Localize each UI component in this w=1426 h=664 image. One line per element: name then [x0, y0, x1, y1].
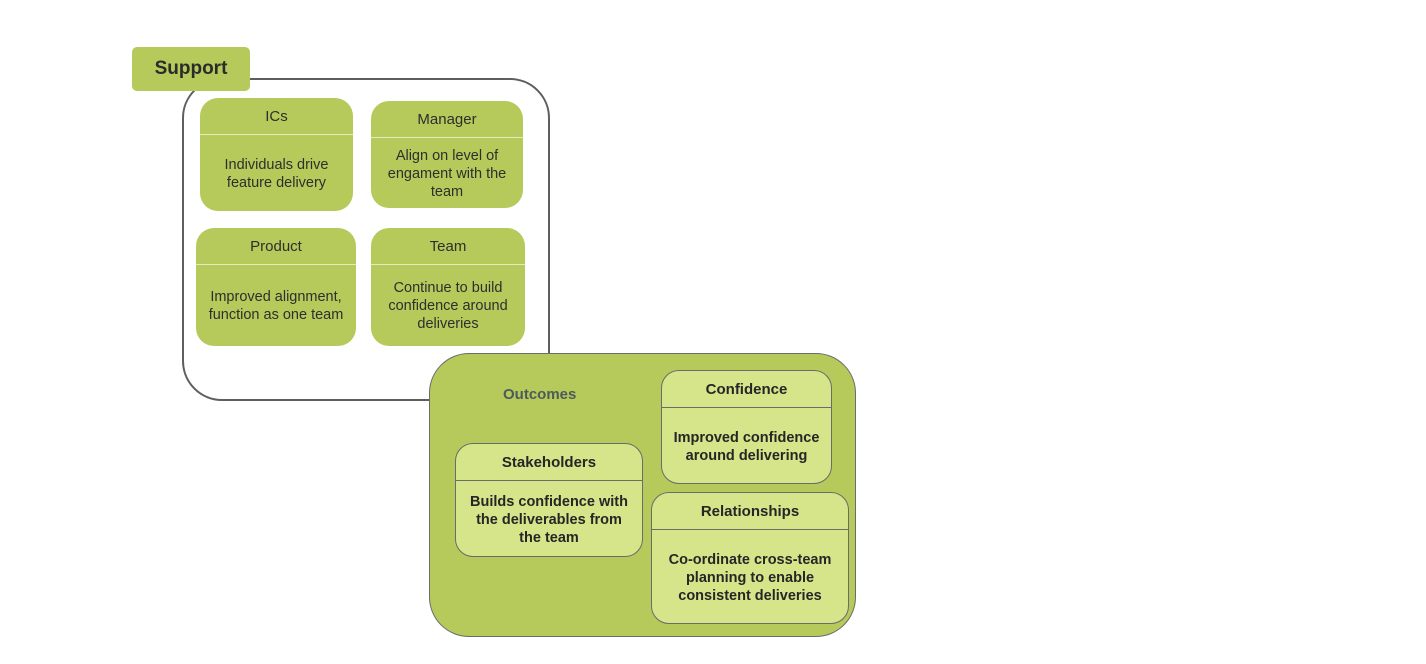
outcome-card-relationships[interactable]: Relationships Co-ordinate cross-team pla…: [651, 492, 849, 624]
card-heading: Product: [196, 228, 356, 265]
card-text: Continue to build confidence around deli…: [388, 280, 508, 332]
card-heading: Team: [371, 228, 525, 265]
card-heading: Stakeholders: [456, 444, 642, 481]
card-heading: Relationships: [652, 493, 848, 530]
outcome-card-confidence[interactable]: Confidence Improved confidence around de…: [661, 370, 832, 484]
support-card-manager[interactable]: Manager Align on level of engament with …: [371, 101, 523, 208]
card-text: Improved confidence around delivering: [673, 429, 820, 464]
support-card-product[interactable]: Product Improved alignment, function as …: [196, 228, 356, 346]
card-text: Builds confidence with the deliverables …: [470, 493, 628, 546]
support-title: Support: [132, 47, 250, 91]
card-heading: ICs: [200, 98, 353, 135]
card-text: Align on level of engament with the team: [387, 147, 507, 200]
card-heading: Confidence: [662, 371, 831, 408]
outcomes-title: Outcomes: [503, 386, 577, 403]
card-heading: Manager: [371, 101, 523, 138]
support-card-team[interactable]: Team Continue to build confidence around…: [371, 228, 525, 346]
card-text: Co-ordinate cross-team planning to enabl…: [668, 551, 832, 604]
card-text: Improved alignment, function as one team: [208, 289, 344, 323]
support-card-ics[interactable]: ICs Individuals drive feature delivery: [200, 98, 353, 211]
outcome-card-stakeholders[interactable]: Stakeholders Builds confidence with the …: [455, 443, 643, 557]
card-text: Individuals drive feature delivery: [224, 156, 329, 191]
